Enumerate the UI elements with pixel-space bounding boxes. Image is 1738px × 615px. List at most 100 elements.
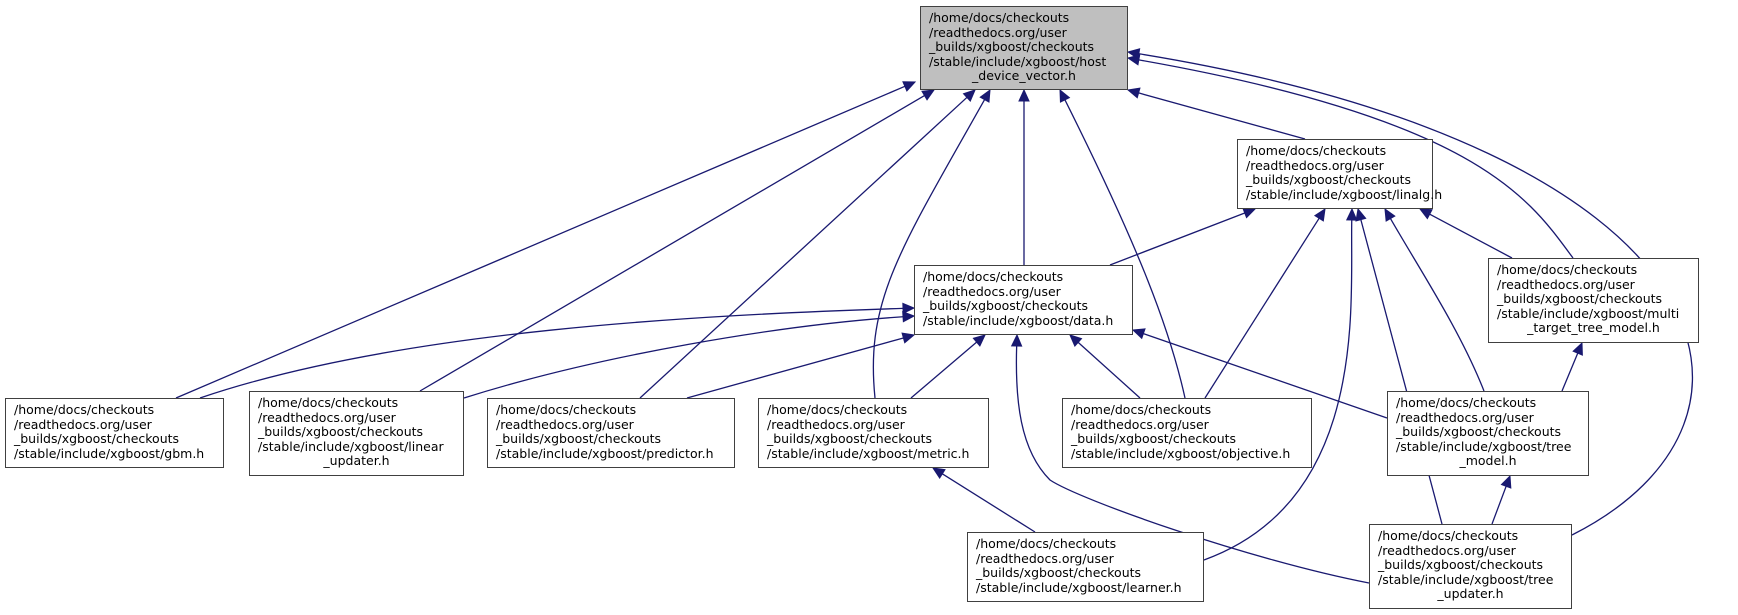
arrowhead-icon [1059, 88, 1071, 103]
node-label-line: /stable/include/xgboost/learner.h [976, 579, 1182, 595]
node-label-line: /readthedocs.org/user [929, 24, 1067, 40]
node-label-line: _builds/xgboost/checkouts [923, 298, 1089, 314]
node-label-line: /stable/include/xgboost/gbm.h [14, 445, 205, 461]
edge-objective-to-linalg [1204, 217, 1320, 399]
node-linear-updater[interactable]: /home/docs/checkouts /readthedocs.org/us… [249, 391, 464, 476]
node-linalg[interactable]: /home/docs/checkouts /readthedocs.org/us… [1237, 139, 1443, 209]
node-label-line: /stable/include/xgboost/linalg.h [1246, 186, 1443, 202]
node-label-line: /readthedocs.org/user [1396, 409, 1534, 425]
edge-linear-updater-to-data [463, 316, 904, 399]
arrowhead-icon [901, 332, 916, 344]
edge-tree-model-to-multi-target-tree-model [1561, 352, 1579, 392]
node-label-line: /stable/include/xgboost/linear [258, 438, 444, 454]
node-objective[interactable]: /home/docs/checkouts /readthedocs.org/us… [1062, 398, 1312, 468]
node-label-line: /home/docs/checkouts [496, 402, 637, 417]
node-predictor[interactable]: /home/docs/checkouts /readthedocs.org/us… [487, 398, 735, 468]
node-data[interactable]: /home/docs/checkouts /readthedocs.org/us… [914, 265, 1133, 335]
node-label-line: /stable/include/xgboost/predictor.h [496, 445, 714, 461]
node-label-line: /readthedocs.org/user [976, 550, 1114, 566]
arrowhead-icon [1355, 207, 1367, 222]
node-label-line: _builds/xgboost/checkouts [1378, 557, 1544, 573]
node-label-line: /home/docs/checkouts [1497, 262, 1638, 277]
node-label-line: /home/docs/checkouts [14, 402, 155, 417]
node-label-line: /home/docs/checkouts [1396, 395, 1537, 410]
node-label-line: /home/docs/checkouts [1378, 528, 1519, 543]
node-label-line: _builds/xgboost/checkouts [1396, 424, 1562, 440]
node-label-line: /stable/include/xgboost/objective.h [1071, 445, 1291, 461]
node-label-line: /readthedocs.org/user [496, 416, 634, 432]
arrowhead-icon [1313, 207, 1326, 222]
arrowhead-icon [1418, 208, 1433, 220]
node-tree-model[interactable]: /home/docs/checkouts /readthedocs.org/us… [1387, 391, 1589, 476]
node-label-line: _model.h [1459, 453, 1517, 469]
edge-linalg-to-host-device-vector [1138, 92, 1306, 140]
edge-tree-updater-to-data [1015, 345, 1370, 584]
node-label-line: /stable/include/xgboost/tree [1396, 438, 1572, 454]
node-label-line: /readthedocs.org/user [1246, 157, 1384, 173]
arrowhead-icon [1010, 333, 1023, 347]
node-label-line: /readthedocs.org/user [1378, 542, 1516, 558]
node-label-line: /stable/include/xgboost/metric.h [767, 445, 970, 461]
arrowhead-icon [979, 88, 991, 103]
node-label-line: /home/docs/checkouts [258, 395, 399, 410]
arrowhead-icon [1384, 207, 1396, 222]
arrowhead-icon [1572, 341, 1583, 356]
edge-metric-to-data [910, 341, 978, 399]
node-label-line: /home/docs/checkouts [923, 269, 1064, 284]
arrowhead-icon [1131, 328, 1146, 340]
edge-linear-updater-to-host-device-vector [419, 94, 925, 392]
node-label-line: /home/docs/checkouts [976, 536, 1117, 551]
edge-predictor-to-data [686, 337, 904, 399]
arrowhead-icon [1242, 207, 1257, 219]
arrowhead-icon [1500, 474, 1512, 489]
node-label-line: _device_vector.h [972, 68, 1076, 84]
node-tree-updater[interactable]: /home/docs/checkouts /readthedocs.org/us… [1369, 524, 1572, 609]
edge-data-to-linalg [1109, 212, 1245, 266]
node-label-line: _builds/xgboost/checkouts [258, 424, 424, 440]
node-label-line: /stable/include/xgboost/data.h [923, 312, 1114, 328]
arrowhead-icon [1345, 207, 1358, 221]
edge-tree-model-to-data [1143, 332, 1388, 419]
arrowhead-icon [921, 89, 936, 101]
edge-tree-updater-to-linalg [1360, 219, 1443, 525]
arrowhead-icon [902, 302, 916, 315]
node-label-line: _builds/xgboost/checkouts [14, 431, 180, 447]
node-label-line: _target_tree_model.h [1527, 320, 1660, 336]
node-label-line: _builds/xgboost/checkouts [1246, 172, 1412, 188]
node-label-line: _builds/xgboost/checkouts [496, 431, 662, 447]
node-host-device-vector[interactable]: /home/docs/checkouts /readthedocs.org/us… [920, 6, 1128, 90]
arrowhead-icon [1126, 48, 1141, 60]
edge-predictor-to-host-device-vector [639, 96, 968, 399]
arrowhead-icon [1126, 87, 1141, 99]
node-label-line: /stable/include/xgboost/host [929, 53, 1107, 69]
node-label-line: _builds/xgboost/checkouts [1497, 291, 1663, 307]
arrowhead-icon [902, 311, 916, 323]
arrowhead-icon [931, 467, 946, 480]
node-label-line: /home/docs/checkouts [1071, 402, 1212, 417]
edge-multi-target-tree-model-to-linalg [1429, 213, 1513, 259]
edge-multi-target-tree-model-to-host-device-vector [1138, 59, 1574, 259]
node-label-line: /readthedocs.org/user [923, 283, 1061, 299]
node-learner[interactable]: /home/docs/checkouts /readthedocs.org/us… [967, 532, 1204, 602]
edge-metric-to-host-device-vector [872, 99, 986, 399]
node-label-line: _updater.h [323, 453, 390, 469]
node-label-line: /stable/include/xgboost/tree [1378, 571, 1554, 587]
node-metric[interactable]: /home/docs/checkouts /readthedocs.org/us… [758, 398, 989, 468]
node-label-line: /readthedocs.org/user [1071, 416, 1209, 432]
edge-learner-to-metric [941, 473, 1036, 533]
arrowhead-icon [1018, 88, 1030, 102]
node-label-line: _builds/xgboost/checkouts [767, 431, 933, 447]
node-label-line: /home/docs/checkouts [767, 402, 908, 417]
arrowhead-icon [962, 89, 976, 103]
node-label-line: _builds/xgboost/checkouts [1071, 431, 1237, 447]
edge-tree-model-to-linalg [1389, 218, 1485, 392]
node-multi-target-tree-model[interactable]: /home/docs/checkouts /readthedocs.org/us… [1488, 258, 1699, 343]
node-label-line: _updater.h [1437, 586, 1504, 602]
edge-gbm-to-host-device-vector [175, 85, 906, 399]
node-label-line: _builds/xgboost/checkouts [929, 39, 1095, 55]
node-label-line: /home/docs/checkouts [929, 10, 1070, 25]
node-label-line: /readthedocs.org/user [258, 409, 396, 425]
node-gbm[interactable]: /home/docs/checkouts /readthedocs.org/us… [5, 398, 224, 468]
edge-tree-updater-to-tree-model [1491, 486, 1507, 525]
